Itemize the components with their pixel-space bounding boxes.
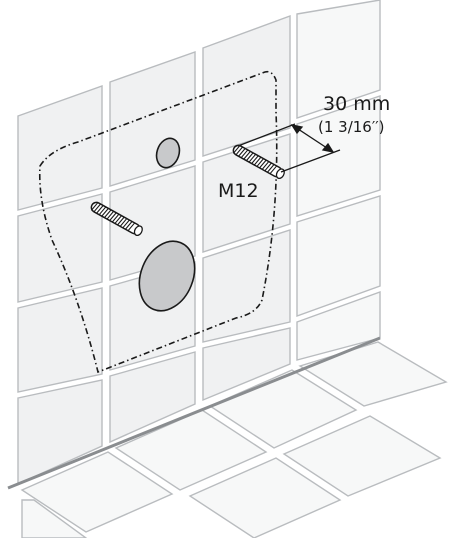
wall-tile: [296, 95, 381, 217]
wall-tiles: [17, 0, 381, 486]
floor-tile: [208, 369, 358, 449]
floor-tile: [188, 457, 342, 538]
dimension-arrowhead-bottom: [321, 142, 335, 153]
dimension-extension-line-left: [237, 123, 296, 147]
wall-tile: [17, 379, 103, 486]
floor-tile: [21, 499, 88, 538]
right-threaded-stud-icon: [232, 144, 285, 180]
dimension-arrowhead-top: [290, 124, 304, 135]
wall-tile: [109, 351, 196, 444]
small-pipe-hole: [155, 137, 181, 169]
dimension-marker: [237, 123, 341, 173]
wall-floor-edge: [7, 336, 381, 490]
floor-tile: [282, 415, 442, 497]
wall-tile: [109, 51, 196, 187]
floor-tile: [20, 451, 174, 533]
wall-tile: [17, 287, 103, 393]
floor-tiles: [20, 341, 448, 538]
dimension-extension-line-right: [280, 149, 341, 173]
wall-tile: [202, 14, 291, 157]
mounting-outline-icon: [38, 70, 278, 374]
wall-tile: [202, 229, 291, 343]
left-threaded-stud-icon: [90, 201, 143, 237]
wall-tile: [296, 195, 381, 317]
wall-tile: [296, 0, 381, 119]
dimension-inch-label: (1 3/16′′): [318, 118, 385, 136]
wall-tile: [202, 327, 291, 402]
thread-size-label: M12: [218, 180, 259, 202]
wall-tile: [17, 193, 103, 303]
dimension-mm-label: 30 mm: [323, 93, 390, 115]
drain-pipe-hole: [138, 240, 196, 312]
